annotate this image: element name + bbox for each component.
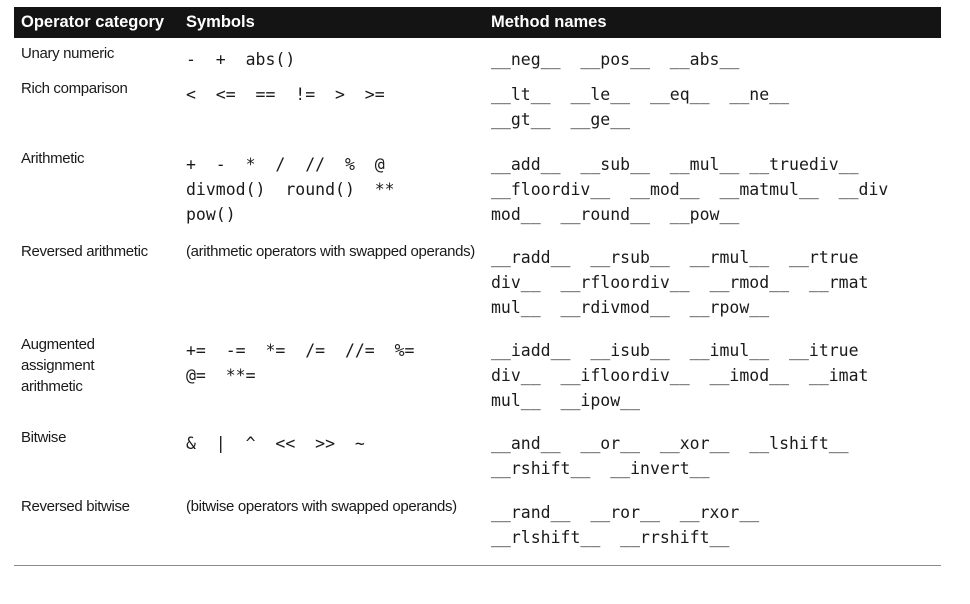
table-header: Operator category Symbols Method names — [14, 7, 941, 38]
row-category: Reversed bitwise — [21, 498, 130, 515]
row-methods: __neg__ __pos__ __abs__ — [491, 50, 740, 69]
row-category: Augmented assignment arithmetic — [21, 336, 95, 395]
header-operator-category: Operator category — [21, 13, 165, 31]
row-symbols: (arithmetic operators with swapped opera… — [186, 243, 475, 260]
table-row: Reversed bitwise (bitwise operators with… — [14, 491, 941, 561]
header-method-names: Method names — [491, 13, 607, 31]
row-symbols: += -= *= /= //= %= @= **= — [186, 341, 415, 385]
row-methods: __lt__ __le__ __eq__ __ne__ __gt__ __ge_… — [491, 85, 790, 129]
table-row: Unary numeric - + abs() __neg__ __pos__ … — [14, 38, 941, 73]
header-symbols: Symbols — [186, 13, 255, 31]
table-row: Arithmetic + - * / // % @ divmod() round… — [14, 143, 941, 236]
row-category: Unary numeric — [21, 45, 114, 62]
row-methods: __iadd__ __isub__ __imul__ __itrue div__… — [491, 341, 869, 410]
row-symbols: + - * / // % @ divmod() round() ** pow() — [186, 155, 395, 224]
table-row: Bitwise & | ^ << >> ~ __and__ __or__ __x… — [14, 422, 941, 491]
table-row: Reversed arithmetic (arithmetic operator… — [14, 236, 941, 329]
row-category: Arithmetic — [21, 150, 85, 167]
row-methods: __rand__ __ror__ __rxor__ __rlshift__ __… — [491, 503, 760, 547]
footer-divider — [14, 565, 941, 566]
row-symbols: - + abs() — [186, 50, 296, 69]
row-methods: __radd__ __rsub__ __rmul__ __rtrue div__… — [491, 248, 869, 317]
row-category: Bitwise — [21, 429, 67, 446]
table-row: Augmented assignment arithmetic += -= *=… — [14, 329, 941, 422]
row-symbols: & | ^ << >> ~ — [186, 434, 365, 453]
row-symbols: (bitwise operators with swapped operands… — [186, 498, 457, 515]
table-row: Rich comparison < <= == != > >= __lt__ _… — [14, 73, 941, 143]
row-category: Rich comparison — [21, 80, 128, 97]
operator-table: Operator category Symbols Method names U… — [14, 7, 941, 561]
row-symbols: < <= == != > >= — [186, 85, 385, 104]
row-methods: __and__ __or__ __xor__ __lshift__ __rshi… — [491, 434, 849, 478]
row-category: Reversed arithmetic — [21, 243, 148, 260]
row-methods: __add__ __sub__ __mul__ __truediv__ __fl… — [491, 155, 889, 224]
